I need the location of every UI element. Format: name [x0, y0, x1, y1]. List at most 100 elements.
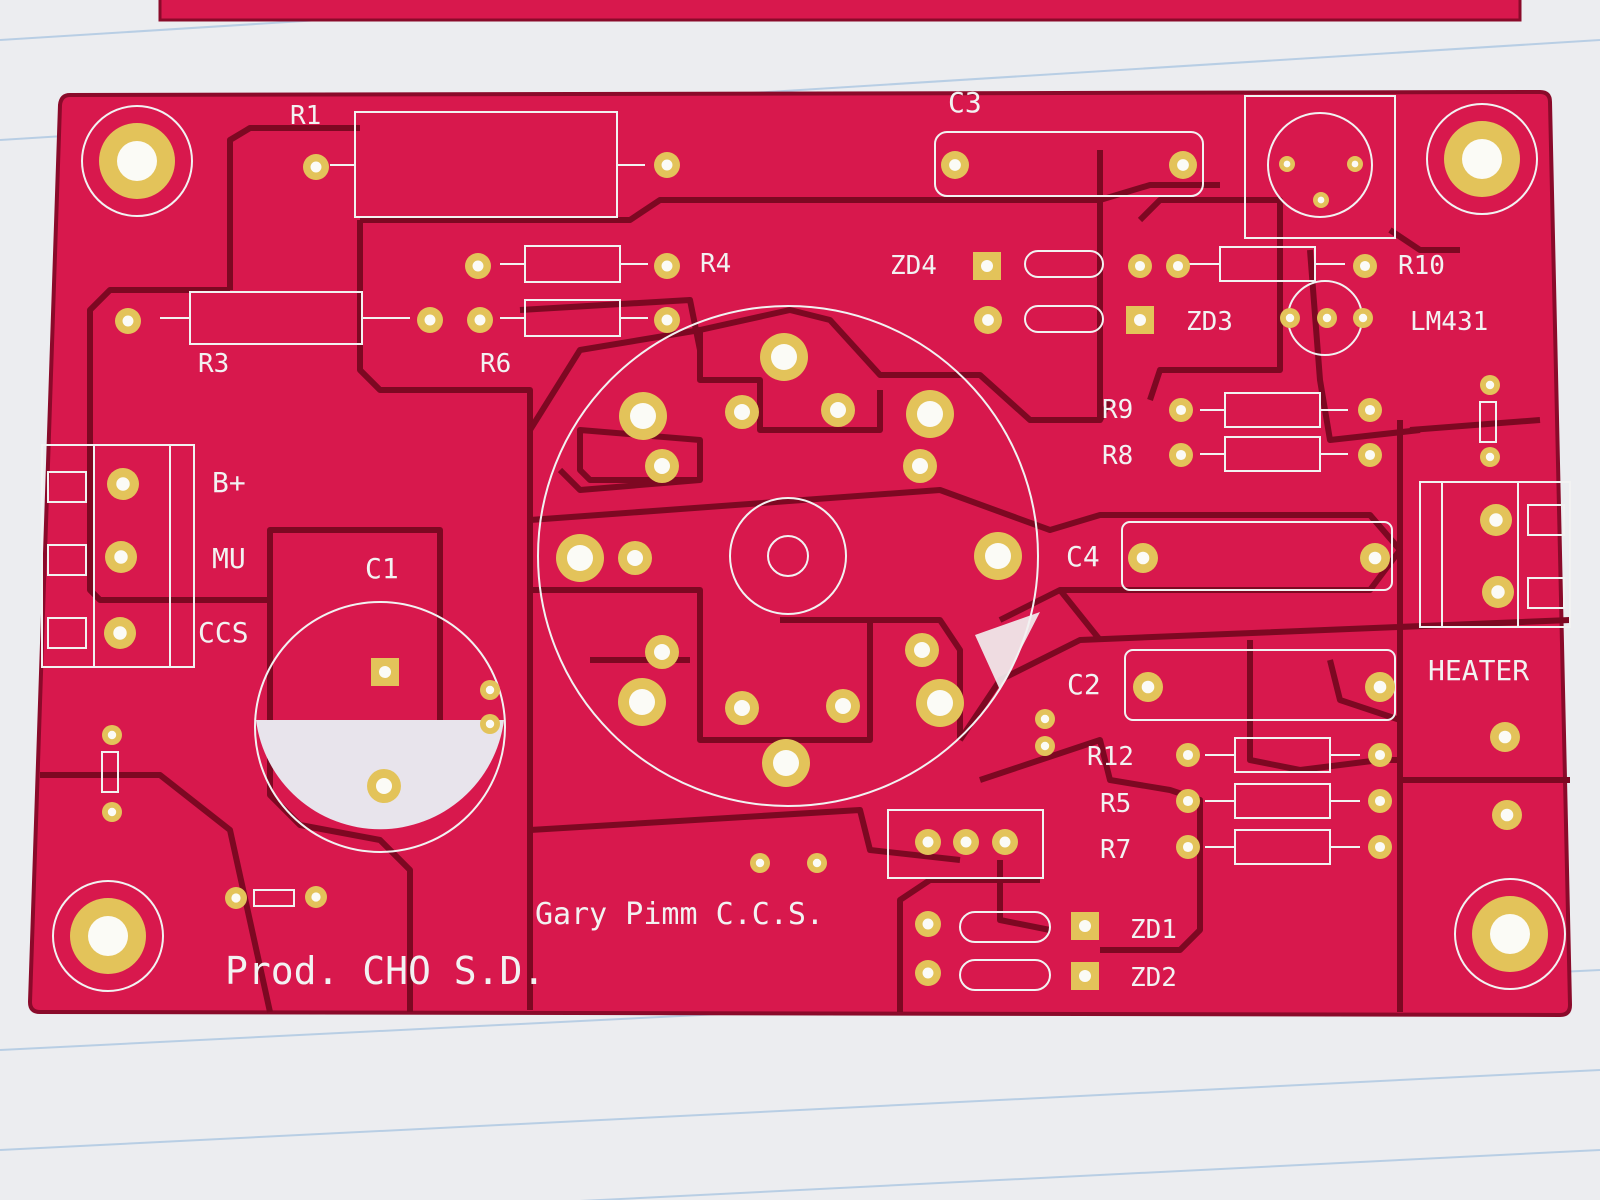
pcb-board	[27, 89, 1573, 1018]
solder-pad	[1172, 260, 1184, 272]
solder-pad	[1498, 730, 1512, 744]
solder-pad	[661, 260, 673, 272]
label-r1: R1	[290, 101, 321, 131]
solder-pad	[1374, 795, 1386, 807]
solder-pad	[1485, 380, 1495, 390]
label-c3: C3	[948, 86, 982, 119]
label-r5: R5	[1100, 789, 1131, 819]
solder-pad	[107, 730, 117, 740]
label-zd3: ZD3	[1186, 307, 1233, 337]
tube-socket-outline	[537, 305, 1039, 807]
solder-pad	[567, 545, 593, 571]
solder-pad	[122, 315, 134, 327]
label-r12: R12	[1087, 742, 1134, 772]
solder-pad	[311, 892, 321, 902]
solder-pad	[1489, 513, 1503, 527]
solder-pad	[830, 402, 846, 418]
solder-pad	[1374, 749, 1386, 761]
label-lm431: LM431	[1410, 307, 1488, 337]
solder-pad	[116, 477, 130, 491]
solder-pad	[981, 260, 993, 272]
solder-pad	[835, 698, 851, 714]
zd1-body	[959, 911, 1051, 943]
solder-pad	[661, 314, 673, 326]
connector-left-outline	[41, 444, 195, 668]
solder-pad	[999, 836, 1011, 848]
solder-pad	[734, 700, 750, 716]
solder-pad	[485, 719, 495, 729]
silkscreen-labels: R1 R3 R4 R6 R10 R9 R8 R12 R5 R7 C1 C2 C3…	[198, 86, 1529, 993]
label-mu: MU	[212, 542, 246, 575]
solder-pad	[107, 807, 117, 817]
label-r4: R4	[700, 249, 731, 279]
solder-pad	[1322, 313, 1332, 323]
solder-pad	[1134, 314, 1146, 326]
solder-pad	[1358, 313, 1368, 323]
zd2-body	[959, 959, 1051, 991]
solder-pad	[949, 159, 961, 171]
neighbor-board	[158, 0, 1522, 22]
solder-pad	[1364, 404, 1376, 416]
solder-pad	[1175, 449, 1187, 461]
zd3-body	[1024, 305, 1104, 333]
label-ccs: CCS	[198, 616, 249, 649]
zd4-body	[1024, 250, 1104, 278]
solder-pad	[922, 918, 934, 930]
solder-pad	[654, 644, 670, 660]
solder-pad	[773, 750, 799, 776]
transistor-outline	[887, 809, 1044, 879]
label-r10: R10	[1398, 251, 1445, 281]
solder-pad	[1141, 680, 1155, 694]
solder-pad	[771, 344, 797, 370]
label-designer: Gary Pimm C.C.S.	[535, 897, 824, 932]
solder-pad	[231, 893, 241, 903]
solder-pad	[474, 314, 486, 326]
socket-key-marker	[975, 612, 1040, 690]
connector-right-outline	[1419, 481, 1571, 628]
solder-pad	[1359, 260, 1371, 272]
c2-body	[1124, 649, 1396, 721]
solder-pad	[1182, 749, 1194, 761]
solder-pad	[1136, 551, 1150, 565]
solder-pad	[1182, 841, 1194, 853]
solder-pad	[310, 161, 322, 173]
solder-pad	[755, 858, 765, 868]
solder-pad	[654, 458, 670, 474]
silkscreen-outlines	[41, 95, 1571, 992]
label-r9: R9	[1102, 395, 1133, 425]
solder-pad	[812, 858, 822, 868]
solder-pad	[1285, 313, 1295, 323]
solder-pad	[1373, 680, 1387, 694]
solder-pad	[113, 626, 127, 640]
solder-pad	[1374, 841, 1386, 853]
solder-pad	[1040, 741, 1050, 751]
solder-pad	[629, 689, 655, 715]
label-c2: C2	[1067, 668, 1101, 701]
solder-pad	[114, 550, 128, 564]
solder-pad	[1485, 452, 1495, 462]
c4-body	[1121, 521, 1393, 591]
solder-pad	[379, 666, 391, 678]
solder-pad	[1500, 808, 1514, 822]
label-c1: C1	[365, 552, 399, 585]
solder-pad	[1351, 160, 1359, 168]
solder-pad	[1175, 404, 1187, 416]
solder-pad	[1134, 260, 1146, 272]
solder-pad	[912, 458, 928, 474]
solder-pad	[1317, 196, 1325, 204]
solder-pad	[927, 690, 953, 716]
solder-pad	[1079, 920, 1091, 932]
solder-pad	[960, 836, 972, 848]
solder-pad	[917, 401, 943, 427]
c3-body	[934, 131, 1204, 197]
label-b-plus: B+	[212, 466, 246, 499]
mounting-holes	[70, 121, 1548, 974]
solder-pad	[922, 967, 934, 979]
label-c4: C4	[1066, 540, 1100, 573]
solder-pad	[376, 778, 392, 794]
solder-pad	[472, 260, 484, 272]
label-zd1: ZD1	[1130, 915, 1177, 945]
solder-pad	[424, 314, 436, 326]
solder-pad	[734, 404, 750, 420]
